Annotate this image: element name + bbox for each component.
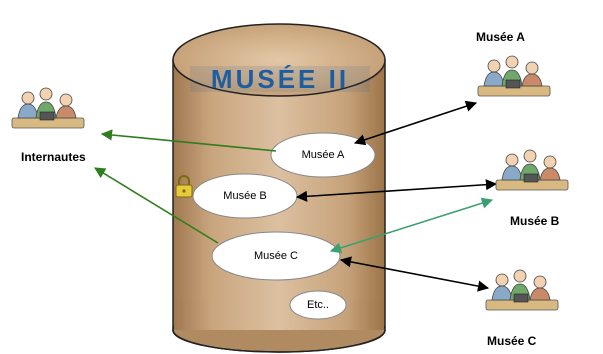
people-group-icon bbox=[477, 55, 551, 97]
ellipse-musee-a bbox=[270, 132, 376, 178]
lock-icon bbox=[175, 175, 193, 198]
people-group-icon bbox=[11, 87, 85, 129]
label-internautes: Internautes bbox=[21, 150, 86, 164]
arrow-museeA-to-internautes bbox=[100, 129, 277, 152]
ellipse-musee-c bbox=[211, 231, 341, 281]
label-musee-a: Musée A bbox=[476, 30, 525, 44]
cylinder-label-musee-b: Musée B bbox=[223, 190, 267, 202]
ellipse-etc bbox=[289, 290, 347, 320]
arrow-museeC-to-museeB bbox=[329, 197, 494, 254]
label-musee-b: Musée B bbox=[510, 214, 560, 228]
people-group-icon bbox=[485, 269, 559, 311]
arrow-museeC-link bbox=[339, 256, 490, 292]
cylinder-label-musee-c: Musée C bbox=[253, 250, 299, 262]
people-group-icon bbox=[495, 149, 569, 191]
arrow-museeB-link bbox=[295, 179, 498, 202]
arrow-museeA-link bbox=[353, 100, 478, 146]
logo-text: MUSÉE II bbox=[211, 64, 349, 94]
arrow-museeC-to-internautes bbox=[94, 167, 219, 244]
cylinder-label-etc: Etc.. bbox=[306, 299, 330, 311]
label-musee-c: Musée C bbox=[487, 334, 537, 348]
musee-logo: MUSÉE II bbox=[190, 64, 370, 94]
cylinder-label-musee-a: Musée A bbox=[301, 149, 345, 161]
